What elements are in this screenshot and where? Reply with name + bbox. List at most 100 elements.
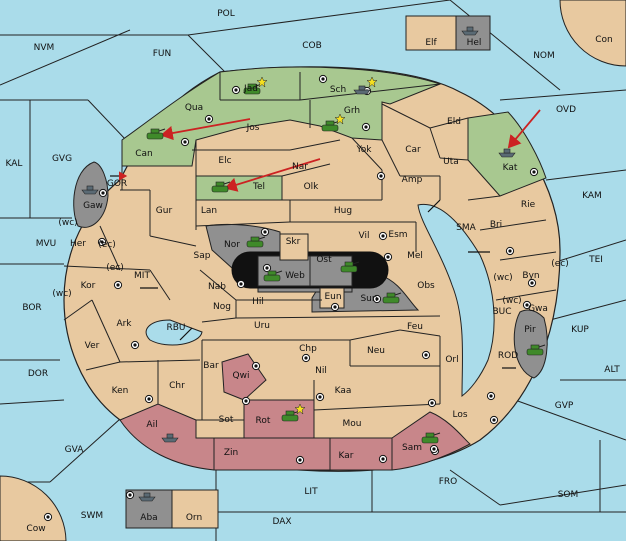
province-label-sun[interactable]: Sun xyxy=(360,294,377,304)
province-label-sam[interactable]: Sam xyxy=(402,443,422,453)
province-label-eun[interactable]: Eun xyxy=(324,292,341,302)
sea-label-buc[interactable]: BUC xyxy=(492,307,511,317)
province-label-obs[interactable]: Obs xyxy=(417,281,435,291)
province-label-her[interactable]: Her xyxy=(70,239,86,249)
province-label-sch[interactable]: Sch xyxy=(330,85,346,95)
sea-label-mit[interactable]: MIT xyxy=(134,271,150,281)
province-label-qua[interactable]: Qua xyxy=(185,103,203,113)
sea-label-pol[interactable]: POL xyxy=(217,9,235,19)
army-icon[interactable] xyxy=(243,76,268,95)
province-label-esm[interactable]: Esm xyxy=(388,230,407,240)
fleet-icon[interactable] xyxy=(461,26,479,36)
province-label-feu[interactable]: Feu xyxy=(407,322,423,332)
province-label-uru[interactable]: Uru xyxy=(254,321,270,331)
province-label-nog[interactable]: Nog xyxy=(213,302,231,312)
province-label-chr[interactable]: Chr xyxy=(169,381,185,391)
province-cow[interactable] xyxy=(0,475,67,541)
province-label-byn[interactable]: Byn xyxy=(522,271,539,281)
army-icon[interactable] xyxy=(340,261,360,273)
sea-label-cow[interactable]: Cow xyxy=(26,524,45,534)
province-label-kor[interactable]: Kor xyxy=(81,281,96,291)
province-label-olk[interactable]: Olk xyxy=(304,182,320,192)
sea-label-kal[interactable]: KAL xyxy=(6,159,23,169)
army-icon[interactable] xyxy=(211,181,231,193)
sea-label-gvg[interactable]: GVG xyxy=(52,154,72,164)
province-label-chp[interactable]: Chp xyxy=(299,344,317,354)
province-label-gur[interactable]: Gur xyxy=(156,206,173,216)
sea-label-rbu[interactable]: RBU xyxy=(166,323,185,333)
sea-label-kup[interactable]: KUP xyxy=(571,325,589,335)
province-orn[interactable] xyxy=(171,489,219,529)
army-icon[interactable] xyxy=(526,344,546,356)
sea-label-dax[interactable]: DAX xyxy=(272,517,291,527)
province-label-skr[interactable]: Skr xyxy=(286,237,301,247)
province-label-nar[interactable]: Nar xyxy=(292,162,308,172)
province-label-nab[interactable]: Nab xyxy=(208,282,226,292)
province-label-gwa[interactable]: Gwa xyxy=(528,304,548,314)
army-icon[interactable] xyxy=(281,403,306,422)
province-gaw[interactable] xyxy=(73,161,109,228)
fleet-icon[interactable] xyxy=(498,148,516,158)
province-label-qwi[interactable]: Qwi xyxy=(233,371,250,381)
province-label-neu[interactable]: Neu xyxy=(367,346,385,356)
sea-label-cob[interactable]: COB xyxy=(302,41,322,51)
sea-label-rod[interactable]: ROD xyxy=(498,351,518,361)
sea-label-nom[interactable]: NOM xyxy=(533,51,555,61)
sea-label-dor[interactable]: DOR xyxy=(28,369,48,379)
sea-label-bor[interactable]: BOR xyxy=(22,303,41,313)
province-rot[interactable] xyxy=(243,399,315,439)
province-label-lan[interactable]: Lan xyxy=(201,206,217,216)
province-label-jad[interactable]: Jad xyxy=(243,84,258,94)
army-icon[interactable] xyxy=(421,432,441,444)
sea-label-nvm[interactable]: NVM xyxy=(34,43,55,53)
province-label-aba[interactable]: Aba xyxy=(140,513,157,523)
province-pir[interactable] xyxy=(513,309,548,379)
province-label-bri[interactable]: Bri xyxy=(490,220,502,230)
province-con[interactable] xyxy=(559,0,626,67)
province-label-orl[interactable]: Orl xyxy=(445,355,458,365)
province-label-ark[interactable]: Ark xyxy=(116,319,132,329)
sea-label-swm[interactable]: SWM xyxy=(81,511,103,521)
province-label-hil[interactable]: Hil xyxy=(252,297,264,307)
province-label-car[interactable]: Car xyxy=(405,145,421,155)
province-label-ost[interactable]: Ost xyxy=(316,255,332,265)
province-label-jos[interactable]: Jos xyxy=(246,123,260,133)
province-label-kat[interactable]: Kat xyxy=(503,163,518,173)
province-label-tel[interactable]: Tel xyxy=(252,182,265,192)
province-label-sot[interactable]: Sot xyxy=(219,415,234,425)
province-label-sap[interactable]: Sap xyxy=(194,251,211,261)
province-label-zin[interactable]: Zin xyxy=(224,448,238,458)
army-icon[interactable] xyxy=(321,113,346,132)
province-label-pir[interactable]: Pir xyxy=(524,325,536,335)
province-label-yok[interactable]: Yok xyxy=(355,145,372,155)
province-label-eld[interactable]: Eld xyxy=(447,117,461,127)
sea-label-fro[interactable]: FRO xyxy=(439,477,458,487)
sea-label-fun[interactable]: FUN xyxy=(153,49,172,59)
province-label-amp[interactable]: Amp xyxy=(402,175,423,185)
fleet-icon[interactable] xyxy=(138,492,156,502)
province-label-kar[interactable]: Kar xyxy=(339,451,354,461)
sea-label-con[interactable]: Con xyxy=(595,35,613,45)
army-icon[interactable] xyxy=(246,236,266,248)
sea-label-gvp[interactable]: GVP xyxy=(555,401,574,411)
sea-label-som[interactable]: SOM xyxy=(558,490,579,500)
province-label-elc[interactable]: Elc xyxy=(218,156,231,166)
province-label-mel[interactable]: Mel xyxy=(407,251,423,261)
fleet-icon[interactable] xyxy=(81,185,99,195)
fleet-icon[interactable] xyxy=(161,433,179,443)
province-label-gaw[interactable]: Gaw xyxy=(83,201,103,211)
sea-label-alt[interactable]: ALT xyxy=(604,365,620,375)
province-label-mou[interactable]: Mou xyxy=(343,419,362,429)
province-label-uta[interactable]: Uta xyxy=(443,157,459,167)
army-icon[interactable] xyxy=(382,292,402,304)
sea-label-lit[interactable]: LIT xyxy=(304,487,318,497)
province-label-grh[interactable]: Grh xyxy=(344,106,360,116)
province-elf[interactable] xyxy=(405,15,457,51)
army-icon[interactable] xyxy=(263,270,283,282)
province-skr[interactable] xyxy=(279,233,309,261)
sea-label-gor[interactable]: GOR xyxy=(107,179,127,189)
province-label-can[interactable]: Can xyxy=(135,149,153,159)
province-label-nil[interactable]: Nil xyxy=(315,366,327,376)
sea-label-gva[interactable]: GVA xyxy=(65,445,85,455)
army-icon[interactable] xyxy=(146,128,166,140)
